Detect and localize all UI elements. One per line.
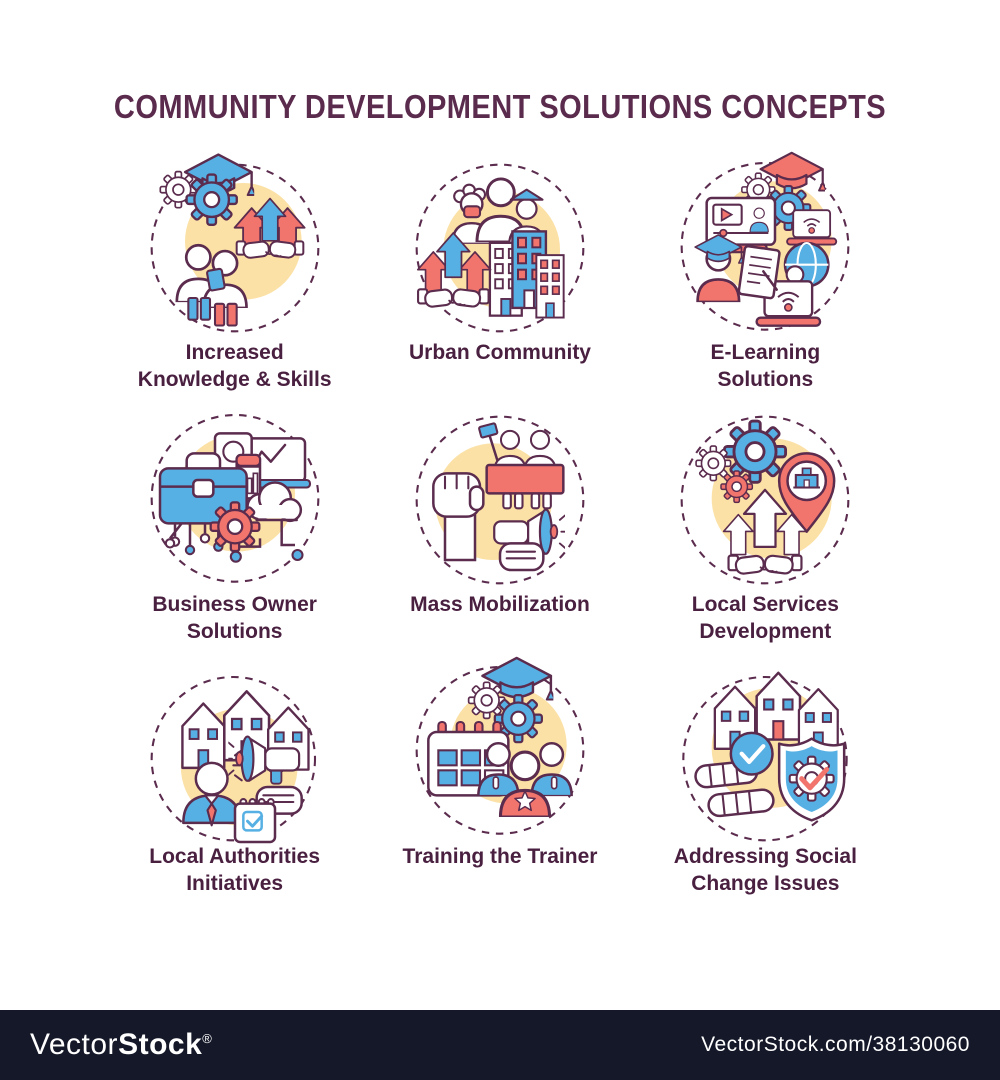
concept-label: Increased Knowledge & Skills: [137, 341, 332, 391]
registered-mark: ®: [202, 1031, 213, 1046]
concept-card-urban-community: Urban Community: [367, 148, 632, 400]
concept-label: Local Authorities Initiatives: [149, 845, 321, 895]
increased-knowledge-skills-icon: [150, 153, 320, 333]
concept-label: Training the Trainer: [402, 845, 598, 868]
e-learning-solutions-icon: [680, 151, 850, 331]
concept-label: Local Services Development: [691, 593, 839, 643]
local-services-development-icon: [680, 415, 850, 585]
concept-card-mass-mobilization: Mass Mobilization: [367, 400, 632, 652]
concept-label: Urban Community: [408, 341, 591, 364]
concept-label: Addressing Social Change Issues: [673, 845, 857, 895]
concept-card-business-owner-solutions: Business Owner Solutions: [102, 400, 367, 652]
vectorstock-logo: VectorStock®: [30, 1028, 213, 1061]
concept-label: Business Owner Solutions: [152, 593, 317, 643]
training-the-trainer-icon: [415, 656, 585, 835]
concept-card-e-learning-solutions: E-Learning Solutions: [633, 148, 898, 400]
concept-card-addressing-social-change: Addressing Social Change Issues: [633, 652, 898, 904]
local-authorities-initiatives-icon: [150, 675, 316, 844]
concept-card-training-the-trainer: Training the Trainer: [367, 652, 632, 904]
concept-card-increased-knowledge-skills: Increased Knowledge & Skills: [102, 148, 367, 400]
concept-card-local-services-development: Local Services Development: [633, 400, 898, 652]
business-owner-solutions-icon: [150, 413, 320, 583]
concept-label: E-Learning Solutions: [710, 341, 821, 391]
page-title: COMMUNITY DEVELOPMENT SOLUTIONS CONCEPTS: [113, 88, 887, 125]
mass-mobilization-icon: [415, 415, 585, 585]
vectorstock-url: VectorStock.com/38130060: [701, 1033, 970, 1056]
footer-bar: VectorStock® VectorStock.com/38130060: [0, 1010, 1000, 1080]
concept-label: Mass Mobilization: [410, 593, 590, 616]
urban-community-icon: [415, 163, 585, 333]
concept-card-local-authorities-initiatives: Local Authorities Initiatives: [102, 652, 367, 904]
concepts-grid: Increased Knowledge & Skills: [102, 148, 898, 904]
addressing-social-change-icon: [682, 671, 849, 842]
